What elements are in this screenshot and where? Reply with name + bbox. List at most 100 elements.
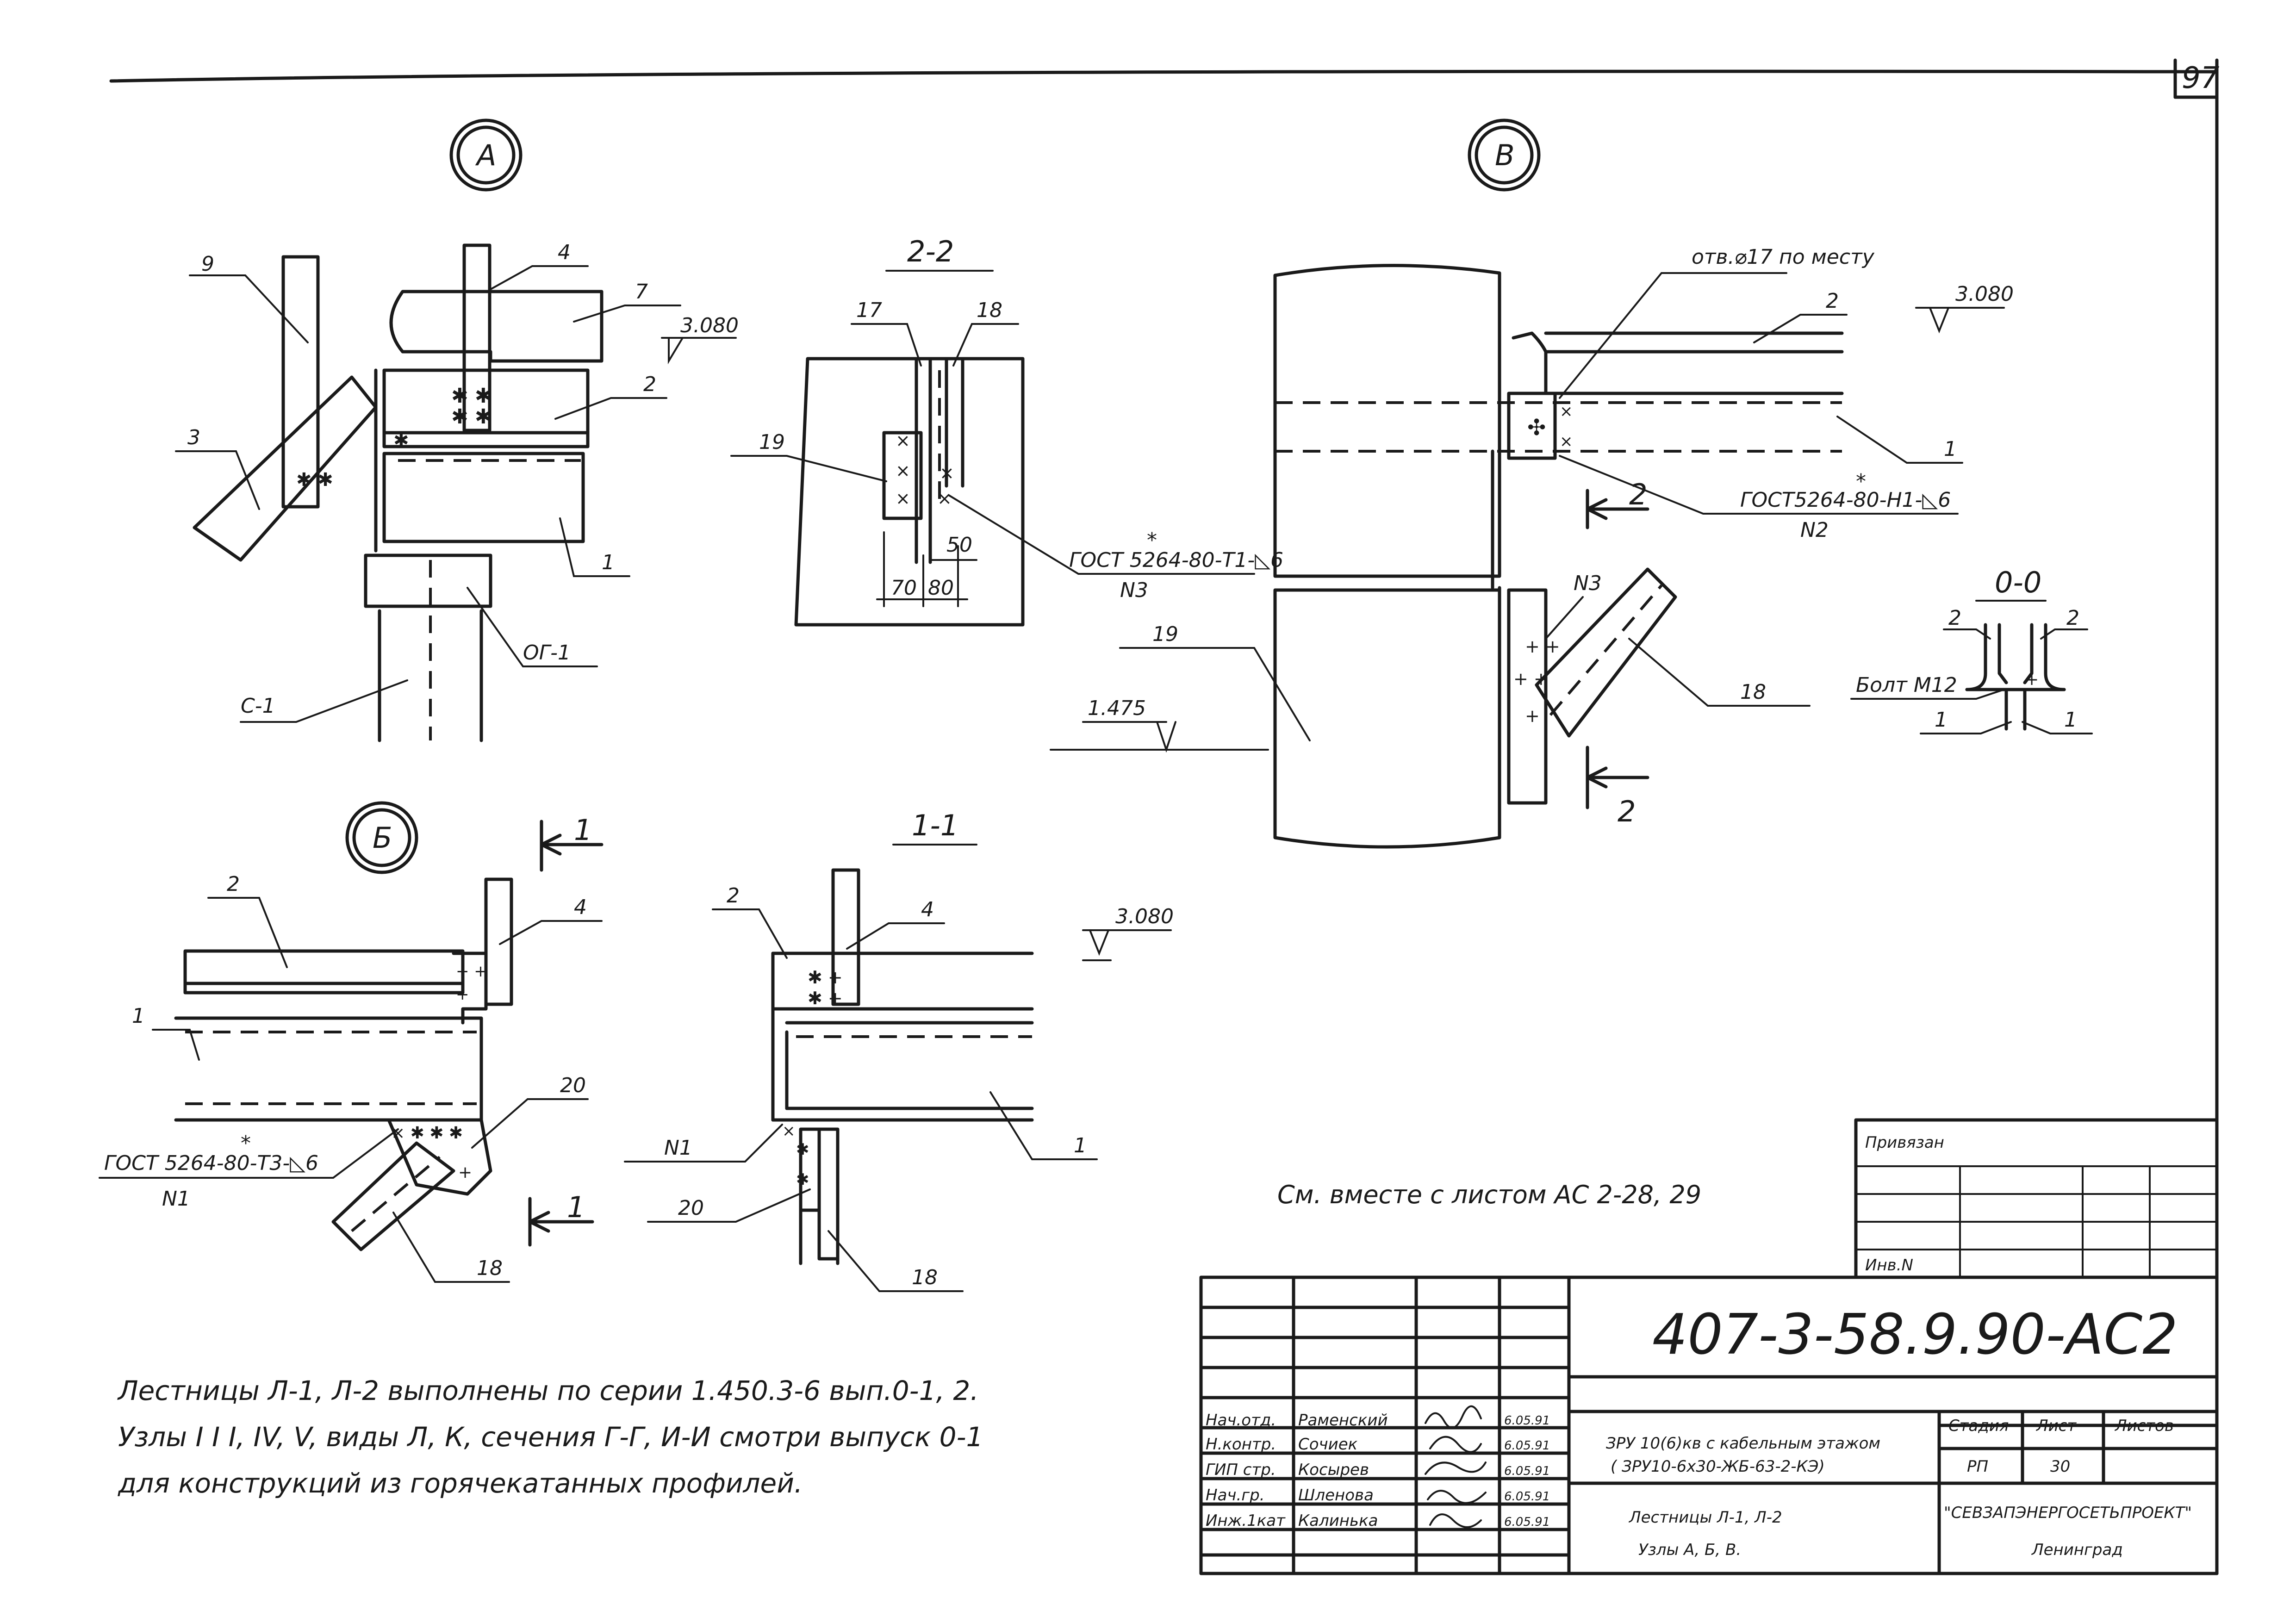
svg-text:N1: N1 bbox=[664, 1136, 692, 1160]
signatory-row: Нач.отд. Раменский 6.05.91 bbox=[1206, 1405, 1550, 1430]
svg-text:18: 18 bbox=[912, 1266, 938, 1289]
svg-text:1: 1 bbox=[567, 1190, 585, 1224]
svg-text:Нач.гр.: Нач.гр. bbox=[1206, 1486, 1265, 1505]
section-0-0: 0-0 + 2 2 Болт М12 1 1 bbox=[1850, 566, 2093, 734]
view-label-b: Б bbox=[345, 801, 418, 874]
svg-text:6.05.91: 6.05.91 bbox=[1504, 1439, 1550, 1453]
svg-text:отв.⌀17 по месту: отв.⌀17 по месту bbox=[1692, 245, 1875, 269]
svg-text:1: 1 bbox=[1935, 708, 1948, 732]
svg-text:2: 2 bbox=[2066, 606, 2079, 630]
svg-text:А: А bbox=[475, 138, 496, 172]
svg-text:×: × bbox=[896, 488, 910, 509]
svg-text:+ +: + + bbox=[456, 962, 487, 981]
sheet-title-line-2: Узлы А, Б, В. bbox=[1638, 1541, 1741, 1559]
svg-text:×: × bbox=[1560, 402, 1573, 421]
svg-text:1.475: 1.475 bbox=[1088, 696, 1146, 720]
signatory-row: Нач.гр. Шленова 6.05.91 bbox=[1206, 1486, 1550, 1505]
svg-text:ГОСТ 5264-80-Т3-◺6: ГОСТ 5264-80-Т3-◺6 bbox=[104, 1151, 318, 1175]
section-1-1: 1-1 ✱ + ✱ + × ✱ ✱ 2 4 1 N1 20 18 bbox=[624, 808, 1174, 1292]
svg-text:1: 1 bbox=[602, 551, 615, 574]
svg-text:3: 3 bbox=[187, 426, 200, 449]
svg-text:N1: N1 bbox=[162, 1187, 190, 1211]
attached-label: Привязан bbox=[1865, 1133, 1944, 1152]
svg-text:+ +: + + bbox=[1513, 669, 1549, 689]
svg-text:20: 20 bbox=[678, 1196, 704, 1220]
see-together-note: См. вместе с листом АС 2-28, 29 bbox=[1277, 1180, 1701, 1209]
svg-text:Сочиек: Сочиек bbox=[1298, 1435, 1358, 1454]
svg-text:✱ ✱: ✱ ✱ bbox=[451, 384, 492, 408]
svg-text:Инж.1кат: Инж.1кат bbox=[1206, 1511, 1286, 1530]
sheet-label: Лист bbox=[2035, 1417, 2077, 1435]
svg-text:1: 1 bbox=[574, 813, 592, 847]
svg-text:N3: N3 bbox=[1574, 572, 1602, 595]
svg-text:2-2: 2-2 bbox=[907, 235, 954, 268]
svg-text:18: 18 bbox=[1740, 680, 1766, 704]
svg-text:ОГ-1: ОГ-1 bbox=[523, 641, 571, 665]
svg-text:3.080: 3.080 bbox=[1115, 905, 1174, 928]
svg-text:2: 2 bbox=[727, 884, 740, 908]
svg-text:+: + bbox=[2025, 670, 2039, 689]
svg-text:ГОСТ5264-80-Н1-◺6: ГОСТ5264-80-Н1-◺6 bbox=[1740, 488, 1951, 512]
svg-text:× ✱ ✱ ✱: × ✱ ✱ ✱ bbox=[391, 1124, 463, 1143]
node-v: В ✣ × × + + + + + отв.⌀17 по месту 3.0 bbox=[1050, 118, 2014, 849]
svg-text:Б: Б bbox=[373, 821, 392, 855]
svg-text:6.05.91: 6.05.91 bbox=[1504, 1414, 1550, 1428]
svg-text:С-1: С-1 bbox=[241, 694, 275, 718]
node-b: Б + + + × ✱ ✱ ✱ + 2 1 4 20 18 ГОСТ 5264-… bbox=[99, 801, 604, 1283]
svg-text:+ +: + + bbox=[1525, 636, 1560, 657]
signatory-row: ГИП стр. Косырев 6.05.91 bbox=[1206, 1461, 1550, 1479]
svg-text:+: + bbox=[458, 1163, 472, 1182]
svg-text:2: 2 bbox=[227, 872, 240, 896]
svg-text:Нач.отд.: Нач.отд. bbox=[1206, 1411, 1276, 1430]
svg-text:N2: N2 bbox=[1800, 518, 1829, 542]
note-line-1: Лестницы Л-1, Л-2 выполнены по серии 1.4… bbox=[117, 1375, 979, 1406]
svg-text:3.080: 3.080 bbox=[680, 314, 739, 337]
svg-text:Косырев: Косырев bbox=[1298, 1461, 1369, 1479]
doc-code: 407-3-58.9.90-АС2 bbox=[1652, 1303, 2178, 1367]
svg-text:✱ ✱: ✱ ✱ bbox=[296, 469, 333, 491]
svg-text:✱: ✱ bbox=[393, 430, 409, 451]
svg-text:6.05.91: 6.05.91 bbox=[1504, 1464, 1550, 1478]
svg-text:2: 2 bbox=[643, 373, 656, 396]
stage-value: РП bbox=[1967, 1457, 1988, 1476]
svg-text:В: В bbox=[1495, 138, 1515, 172]
svg-text:1: 1 bbox=[132, 1004, 145, 1028]
svg-text:18: 18 bbox=[477, 1256, 503, 1280]
stage-label: Стадия bbox=[1948, 1417, 2009, 1435]
svg-text:✱ +: ✱ + bbox=[808, 988, 843, 1008]
svg-text:Н.контр.: Н.контр. bbox=[1206, 1435, 1276, 1454]
object-line-2: ( ЗРУ10-6х30-ЖБ-63-2-КЭ) bbox=[1611, 1457, 1825, 1476]
signatory-row: Инж.1кат Калинька 6.05.91 bbox=[1206, 1511, 1550, 1530]
svg-text:+: + bbox=[456, 985, 469, 1004]
svg-text:4: 4 bbox=[921, 898, 934, 921]
svg-text:17: 17 bbox=[856, 298, 882, 322]
svg-text:50: 50 bbox=[946, 533, 972, 557]
svg-text:ГИП стр.: ГИП стр. bbox=[1206, 1461, 1276, 1479]
svg-text:×: × bbox=[782, 1122, 796, 1140]
svg-text:×: × bbox=[940, 463, 954, 483]
svg-text:18: 18 bbox=[977, 298, 1002, 322]
note-line-2: Узлы I I I, IV, V, виды Л, К, сечения Г-… bbox=[118, 1421, 983, 1453]
svg-text:*: * bbox=[1856, 470, 1866, 493]
svg-text:19: 19 bbox=[759, 430, 785, 454]
svg-text:Болт М12: Болт М12 bbox=[1856, 673, 1957, 697]
svg-text:Калинька: Калинька bbox=[1298, 1511, 1378, 1530]
svg-text:✱ +: ✱ + bbox=[808, 967, 843, 988]
svg-text:9: 9 bbox=[201, 252, 214, 276]
signatory-row: Н.контр. Сочиек 6.05.91 bbox=[1206, 1435, 1550, 1454]
svg-text:1: 1 bbox=[2064, 708, 2077, 732]
svg-text:2: 2 bbox=[1826, 289, 1839, 313]
svg-text:1-1: 1-1 bbox=[912, 808, 958, 842]
org-city: Ленинград bbox=[2031, 1541, 2123, 1559]
svg-text:4: 4 bbox=[558, 241, 571, 264]
sheet-number: 97 bbox=[2182, 61, 2220, 95]
section-2-2: 2-2 × × × × × 50 70 80 17 18 19 ГОСТ 526… bbox=[730, 235, 1283, 627]
svg-text:6.05.91: 6.05.91 bbox=[1504, 1515, 1550, 1529]
view-label-v: В bbox=[1468, 118, 1541, 192]
svg-text:3.080: 3.080 bbox=[1955, 282, 2014, 306]
svg-text:4: 4 bbox=[574, 895, 587, 919]
object-line-1: ЗРУ 10(6)кв с кабельным этажом bbox=[1606, 1434, 1880, 1453]
svg-text:80: 80 bbox=[928, 576, 954, 600]
svg-text:70: 70 bbox=[891, 576, 917, 600]
